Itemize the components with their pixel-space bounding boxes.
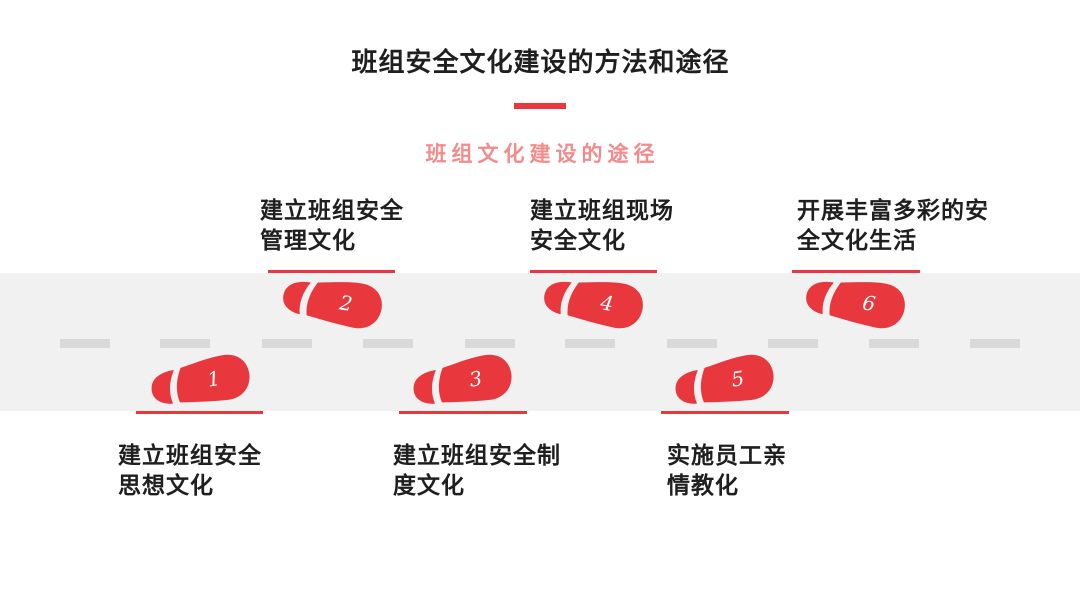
- footprint-icon: 1: [151, 354, 250, 404]
- step-label-line: 建立班组安全: [260, 197, 404, 223]
- slide-title: 班组安全文化建设的方法和途径: [351, 47, 730, 77]
- step-underline: [792, 270, 920, 273]
- lane-dash: [262, 339, 312, 348]
- step-label-line: 度文化: [393, 472, 465, 498]
- step-label-line: 建立班组安全: [118, 442, 262, 468]
- step-label-line: 管理文化: [260, 227, 356, 253]
- step-label: 建立班组安全制 度文化: [393, 440, 561, 500]
- lane-dash: [465, 339, 515, 348]
- footprint-icon: 6: [806, 281, 905, 329]
- step-label-line: 开展丰富多彩的安: [797, 197, 989, 223]
- lane-dash: [768, 339, 818, 348]
- lane-dash: [667, 339, 717, 348]
- lane-dash: [363, 339, 413, 348]
- step-label: 开展丰富多彩的安 全文化生活: [797, 195, 989, 255]
- step-underline: [136, 411, 263, 414]
- step-number: 5: [730, 366, 746, 392]
- lane-dash: [970, 339, 1020, 348]
- lane-dash: [160, 339, 210, 348]
- lane-dash: [60, 339, 110, 348]
- step-underline: [399, 411, 527, 414]
- footprint-icon: 3: [413, 354, 512, 404]
- step-number: 2: [337, 290, 354, 316]
- lane-dash: [565, 339, 615, 348]
- step-underline: [268, 270, 395, 273]
- step-label: 建立班组安全 思想文化: [118, 440, 262, 500]
- step-number: 4: [598, 290, 615, 316]
- footprint-icon: 4: [544, 281, 643, 329]
- step-number: 1: [206, 366, 222, 392]
- step-label-line: 全文化生活: [797, 227, 917, 253]
- step-label-line: 情教化: [667, 472, 739, 498]
- title-accent-bar: [514, 103, 566, 109]
- step-label: 实施员工亲 情教化: [667, 440, 787, 500]
- footprint-icon: 5: [675, 354, 774, 404]
- step-label-line: 安全文化: [530, 227, 626, 253]
- slide-subtitle: 班组文化建设的途径: [425, 143, 660, 166]
- step-underline: [530, 270, 657, 273]
- step-label-line: 实施员工亲: [667, 442, 787, 468]
- step-number: 3: [468, 366, 484, 392]
- step-underline: [661, 411, 789, 414]
- step-label-line: 建立班组安全制: [393, 442, 561, 468]
- step-number: 6: [861, 290, 878, 316]
- footprint-icon: 2: [283, 281, 382, 329]
- step-label: 建立班组现场 安全文化: [530, 195, 674, 255]
- lane-dash: [869, 339, 919, 348]
- step-label-line: 思想文化: [118, 472, 214, 498]
- step-label-line: 建立班组现场: [530, 197, 674, 223]
- step-label: 建立班组安全 管理文化: [260, 195, 404, 255]
